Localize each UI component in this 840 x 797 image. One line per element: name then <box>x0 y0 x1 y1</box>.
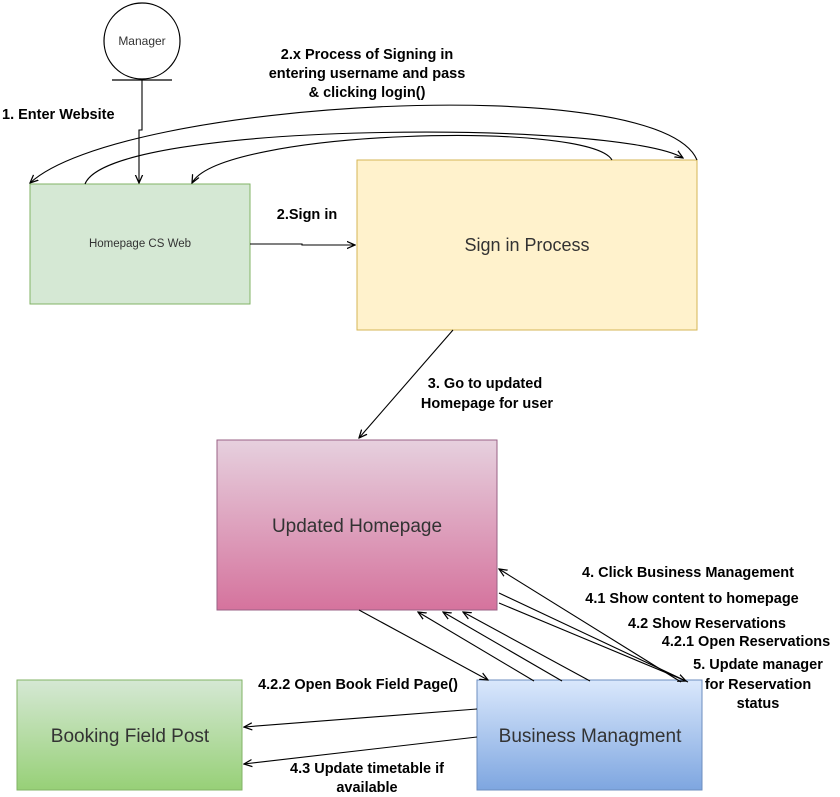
label-open-res: 4.2.1 Open Reservations <box>662 634 830 650</box>
updated-homepage-label: Updated Homepage <box>272 516 442 537</box>
booking-field-box: Booking Field Post <box>16 679 243 791</box>
arrow-4-2-1-open-res <box>443 612 563 682</box>
arrow-4-click-bm <box>499 569 682 683</box>
arrow-goto-updated <box>359 329 454 438</box>
homepage-box: Homepage CS Web <box>29 183 251 305</box>
arrow-updated-to-business <box>358 609 488 680</box>
label-click-bm: 4. Click Business Management <box>582 565 794 581</box>
updated-homepage-box: Updated Homepage <box>216 439 498 611</box>
label-open-book: 4.2.2 Open Book Field Page() <box>258 677 458 693</box>
signin-label: Sign in Process <box>464 235 589 255</box>
label-process-line2: entering username and pass <box>269 66 466 82</box>
arrow-update-timetable <box>244 736 478 764</box>
label-update-tt-line2: available <box>336 780 397 796</box>
label-show-res: 4.2 Show Reservations <box>628 616 786 632</box>
arrow-4-1-show-content <box>498 592 689 683</box>
booking-field-label: Booking Field Post <box>51 726 210 747</box>
arrow-sign-in <box>250 244 355 245</box>
arrow-loop-homepage-to-signin <box>84 131 683 185</box>
homepage-label: Homepage CS Web <box>89 238 191 250</box>
manager-circle <box>103 2 181 80</box>
arrow-5-update-mgr <box>418 612 535 682</box>
label-goto-line2: Homepage for user <box>421 396 553 412</box>
label-process-line3: & clicking login() <box>309 85 426 101</box>
updated-homepage-rect <box>216 439 498 611</box>
label-update-mgr-line3: status <box>737 696 780 712</box>
signin-rect <box>356 159 698 331</box>
business-management-box: Business Managment <box>476 679 703 791</box>
label-show-content: 4.1 Show content to homepage <box>585 591 799 607</box>
arrow-4-1-upper <box>498 602 686 681</box>
label-update-tt-line1: 4.3 Update timetable if <box>290 761 444 777</box>
arrow-manager-to-homepage <box>139 80 142 183</box>
label-update-mgr-line2: for Reservation <box>705 677 811 693</box>
label-update-mgr-line1: 5. Update manager <box>693 657 823 673</box>
arrow-4-2-show-res <box>463 612 591 682</box>
label-goto-line1: 3. Go to updated <box>428 376 542 392</box>
arrow-loop-signin-to-homepage <box>192 134 613 183</box>
business-management-rect <box>476 679 703 791</box>
homepage-rect <box>29 183 251 305</box>
signin-box: Sign in Process <box>356 159 698 331</box>
manager-actor: Manager <box>103 2 181 81</box>
label-sign-in: 2.Sign in <box>277 207 337 223</box>
arrow-open-book-field <box>244 708 478 727</box>
business-management-label: Business Managment <box>499 726 682 747</box>
label-process-line1: 2.x Process of Signing in <box>281 47 453 63</box>
arrow-enter-website <box>30 104 698 183</box>
booking-field-rect <box>16 679 243 791</box>
label-enter-website: 1. Enter Website <box>2 107 115 123</box>
manager-label: Manager <box>118 34 165 48</box>
